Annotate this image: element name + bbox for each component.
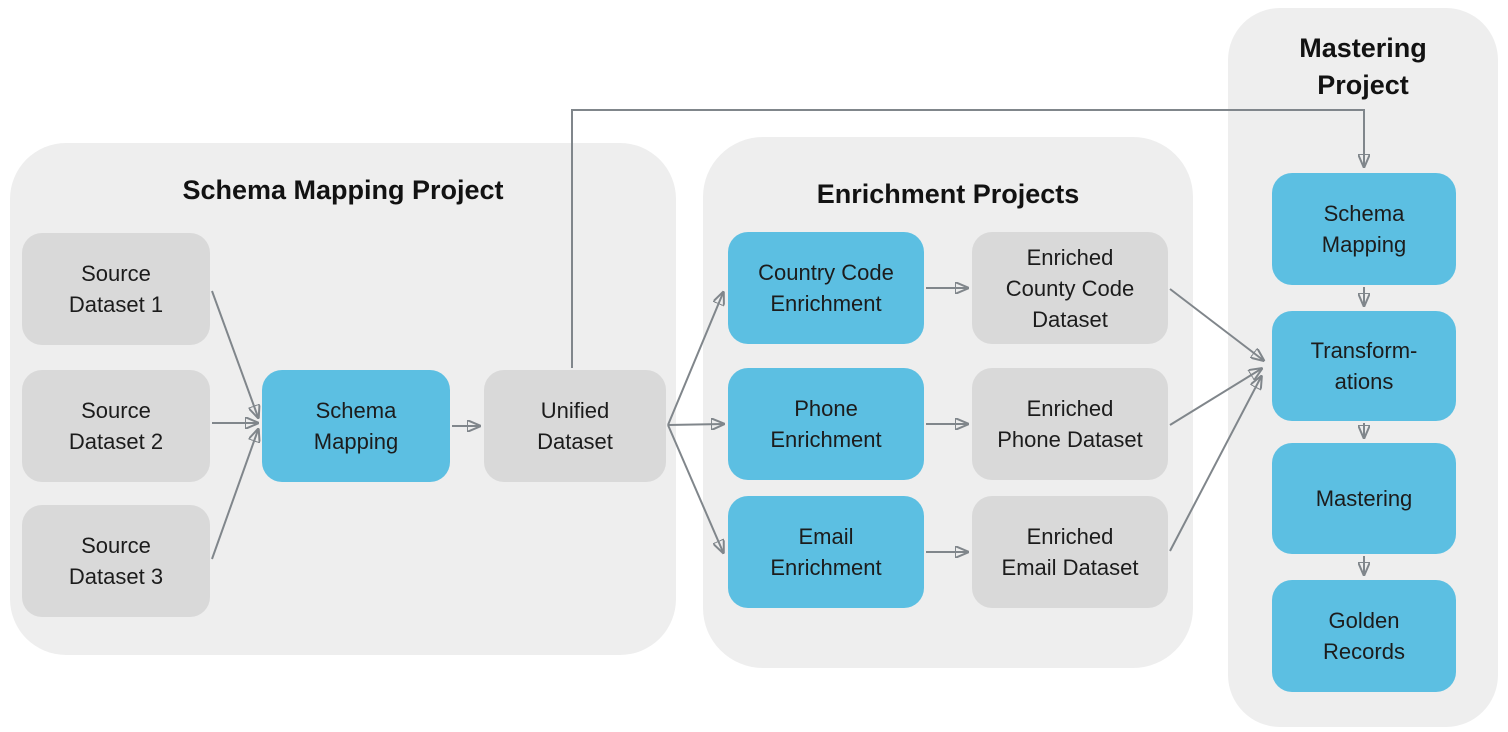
node-label: Country Code Enrichment [758,260,894,316]
node-enriched-phone-dataset: Enriched Phone Dataset [972,368,1168,480]
node-enriched-email-dataset: Enriched Email Dataset [972,496,1168,608]
node-unified-dataset: Unified Dataset [484,370,666,482]
schema-mapping-project-title: Schema Mapping Project [182,175,504,205]
node-email-enrichment: Email Enrichment [728,496,924,608]
node-label: Transform- ations [1310,338,1418,394]
node-label: Schema Mapping [1321,201,1407,257]
enrichment-projects-title: Enrichment Projects [816,179,1080,209]
node-schema-mapping: Schema Mapping [262,370,450,482]
node-label: Source Dataset 2 [68,398,164,454]
node-phone-enrichment: Phone Enrichment [728,368,924,480]
node-label: Golden Records [1323,608,1405,664]
node-enriched-county-code-dataset: Enriched County Code Dataset [972,232,1168,344]
node-country-code-enrichment: Country Code Enrichment [728,232,924,344]
node-label: Unified Dataset [537,398,613,454]
node-label: Phone Enrichment [770,396,882,452]
node-label: Enriched Phone Dataset [997,396,1143,452]
node-label: Source Dataset 1 [68,261,164,317]
node-label: Enriched County Code Dataset [1005,244,1135,332]
node-transformations: Transform- ations [1272,311,1456,421]
node-label: Mastering [1315,486,1413,511]
node-source-dataset-3: Source Dataset 3 [22,505,210,617]
node-golden-records: Golden Records [1272,580,1456,692]
node-label: Schema Mapping [313,398,399,454]
node-label: Source Dataset 3 [68,533,164,589]
node-source-dataset-1: Source Dataset 1 [22,233,210,345]
node-mastering: Mastering [1272,443,1456,554]
mastering-project-title: Mastering Project [1299,33,1427,100]
node-label: Email Enrichment [770,524,882,580]
node-source-dataset-2: Source Dataset 2 [22,370,210,482]
node-label: Enriched Email Dataset [1001,524,1139,580]
node-mastering-schema-mapping: Schema Mapping [1272,173,1456,285]
